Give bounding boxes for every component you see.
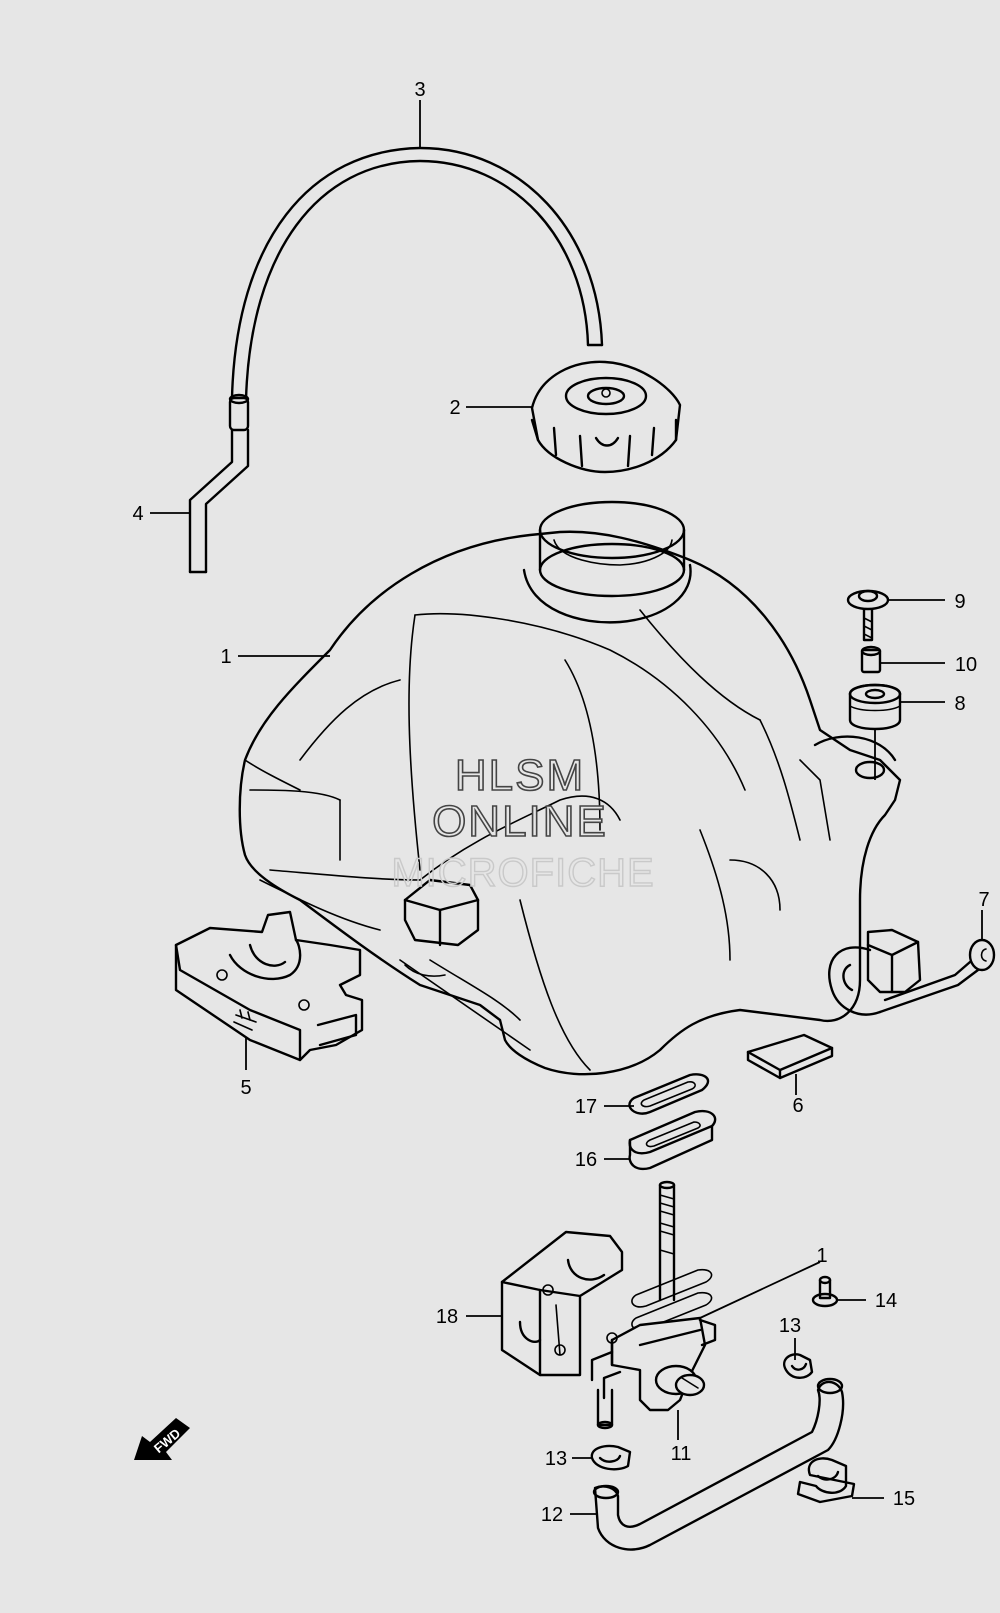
watermark: HLSM ONLINE MICROFICHE: [391, 750, 655, 896]
fuel-cap: [530, 360, 682, 474]
watermark-line2: ONLINE: [432, 797, 608, 846]
callout-8: 8: [954, 693, 965, 715]
fuel-tank: [238, 500, 902, 1076]
callout-3: 3: [414, 79, 425, 101]
callout-18: 18: [436, 1306, 458, 1328]
fuel-valve: [590, 1180, 717, 1430]
callout-1: 1: [220, 646, 231, 668]
hose-clip: [796, 1457, 856, 1504]
callout-5: 5: [240, 1077, 251, 1099]
callout-16: 16: [575, 1149, 597, 1171]
collar: [860, 645, 882, 674]
breather-hose-lower: [188, 393, 250, 574]
callout-13-right: 13: [779, 1315, 801, 1337]
callout-17: 17: [575, 1096, 597, 1118]
gasket: [628, 1073, 710, 1115]
bracket-left: [174, 910, 364, 1062]
callout-9: 9: [954, 591, 965, 613]
fuel-hose: [592, 1377, 845, 1551]
callout-2: 2: [449, 397, 460, 419]
callout-4: 4: [132, 503, 143, 525]
grommet: [848, 683, 902, 731]
hose-clamp-right: [783, 1353, 814, 1379]
valve-bracket: [500, 1230, 624, 1377]
callout-14: 14: [875, 1290, 897, 1312]
fwd-arrow: FWD: [134, 1418, 190, 1460]
callout-10: 10: [955, 654, 977, 676]
callout-1-valve: 1: [816, 1245, 827, 1267]
callout-6: 6: [792, 1095, 803, 1117]
bolt-washer: [846, 589, 890, 642]
breather-hose: [230, 146, 604, 402]
hose-clamp-left: [590, 1444, 632, 1471]
cushion-pad: [746, 1033, 834, 1080]
callout-7: 7: [978, 889, 989, 911]
seal-ring: [628, 1109, 717, 1171]
screw: [811, 1275, 839, 1308]
callout-15: 15: [893, 1488, 915, 1510]
watermark-line3: MICROFICHE: [391, 851, 654, 895]
callout-11: 11: [671, 1443, 692, 1465]
callout-numbers: 3 2 4 1 9 10 8 7 5 6 17 16 1 14 18 13 11…: [132, 79, 989, 1526]
rear-cushion-strap: [828, 928, 996, 1016]
watermark-line1: HLSM: [455, 751, 585, 800]
callout-12: 12: [541, 1504, 563, 1526]
leader-lines: [150, 100, 983, 1515]
callout-13-left: 13: [545, 1448, 567, 1470]
